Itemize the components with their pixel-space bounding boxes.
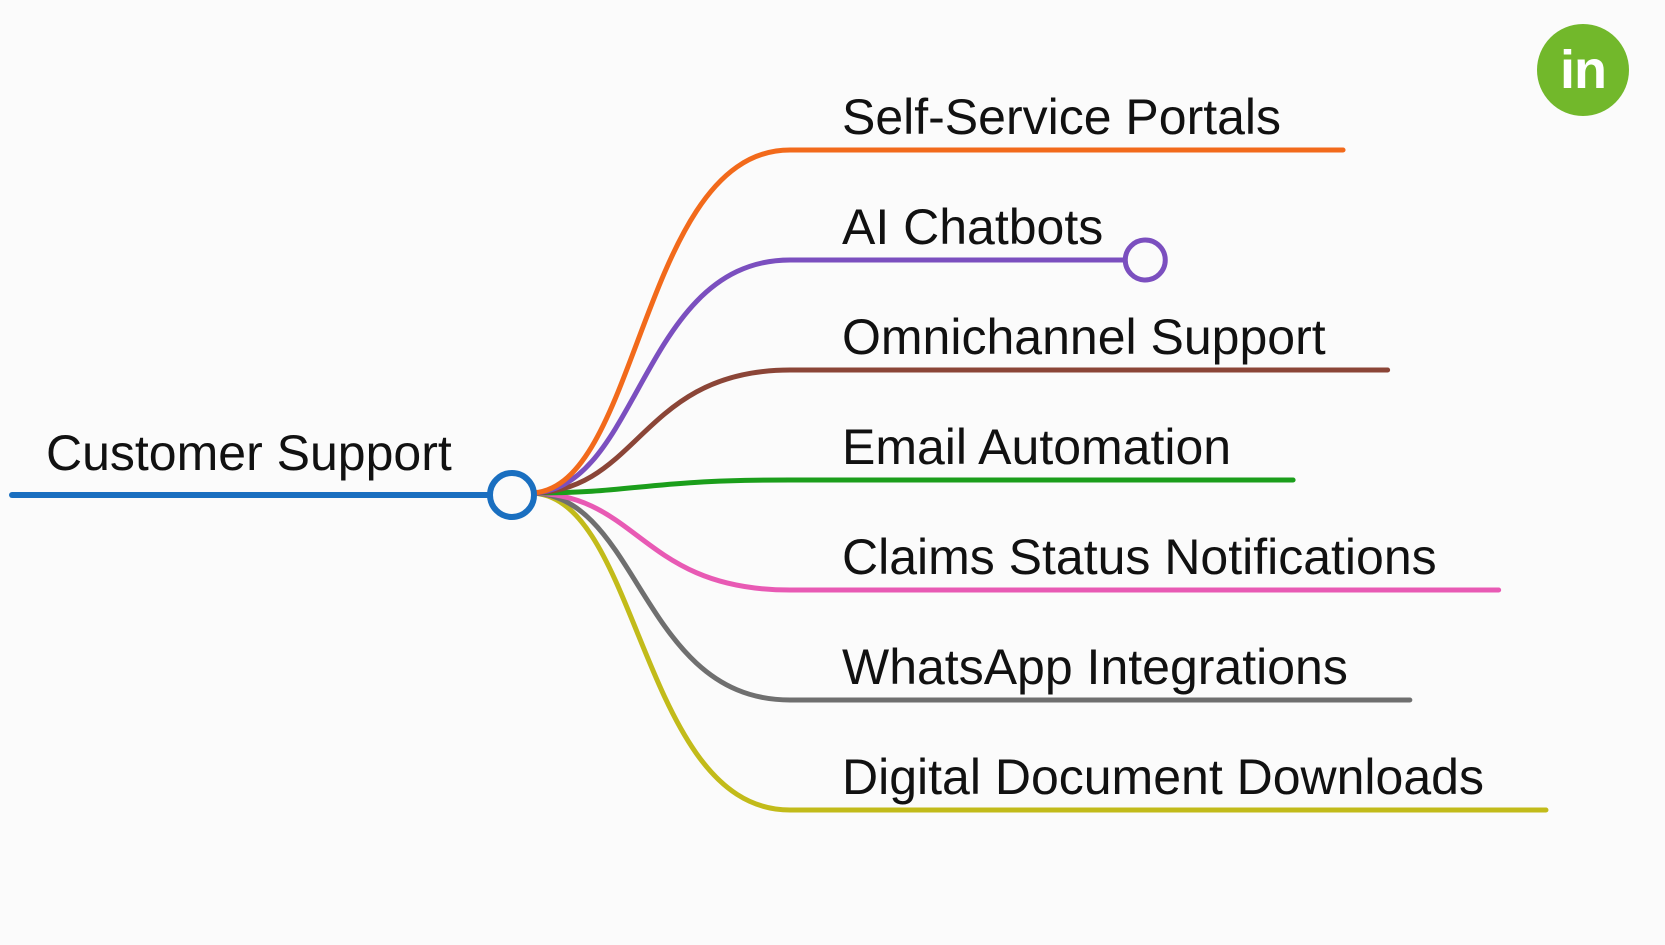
branch-label-whatsapp-integrations: WhatsApp Integrations (842, 639, 1348, 695)
branch-label-ai-chatbots: AI Chatbots (842, 199, 1103, 255)
branch-label-digital-document-downloads: Digital Document Downloads (842, 749, 1484, 805)
branch-line-ai-chatbots (527, 257, 1128, 496)
branch-label-omnichannel-support: Omnichannel Support (842, 309, 1326, 365)
root-node-circle[interactable] (487, 470, 537, 520)
branch-line-omnichannel-support (527, 367, 1391, 496)
branch-label-email-automation: Email Automation (842, 419, 1231, 475)
root-label: Customer Support (46, 425, 452, 481)
branch-label-claims-status-notifications: Claims Status Notifications (842, 529, 1437, 585)
branch-line-email-automation (527, 477, 1296, 496)
branch-end-node-ai-chatbots[interactable] (1122, 237, 1168, 283)
branch-line-self-service-portals (527, 147, 1346, 496)
branch-line-claims-status-notifications (527, 490, 1502, 593)
branch-layer: Self-Service Portals AI ChatbotsOmnichann… (527, 89, 1549, 813)
badge-text: in (1560, 40, 1607, 100)
branch-line-digital-document-downloads (527, 490, 1549, 813)
linkedin-badge-icon: in (1537, 24, 1629, 116)
branch-label-self-service-portals: Self-Service Portals (842, 89, 1281, 145)
root-layer: Customer Support (9, 425, 537, 520)
branch-line-whatsapp-integrations (527, 490, 1413, 703)
